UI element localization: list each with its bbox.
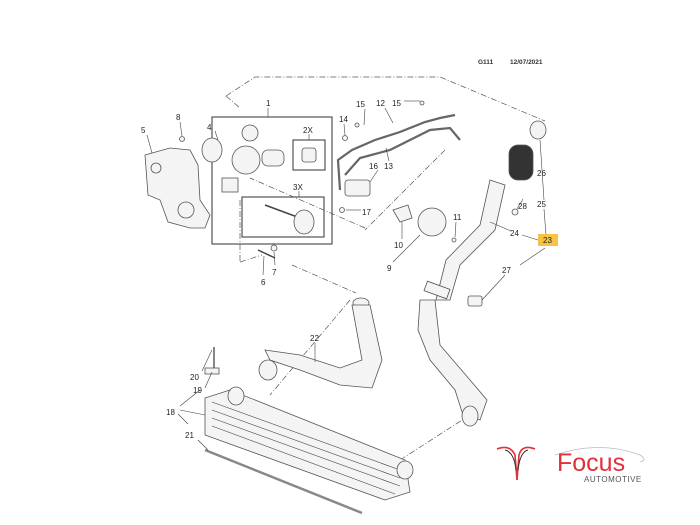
callout-14: 14 (339, 115, 348, 124)
highlight-badge[interactable] (538, 234, 558, 246)
callout-leaders (146, 100, 547, 451)
charge-air-pipe-24 (423, 179, 506, 301)
callout-16: 16 (369, 162, 378, 171)
callout-15b: 15 (392, 99, 401, 108)
logo-subtitle: AUTOMOTIVE (584, 475, 642, 484)
callout-13: 13 (384, 162, 393, 171)
oil-pipes-12-13 (336, 113, 461, 191)
assembly-leader-lines (225, 76, 546, 461)
bolt-14 (342, 135, 348, 141)
turbo-outlet-9 (417, 207, 447, 237)
bolt-11 (451, 237, 457, 243)
exhaust-manifold (144, 147, 211, 229)
wastegate-actuator (264, 204, 315, 235)
callout-10: 10 (394, 241, 403, 250)
turbo-assembly-box (211, 116, 333, 245)
sensor-27 (467, 295, 483, 307)
diagram-code: G111 (478, 59, 494, 66)
callout-6: 6 (261, 278, 266, 287)
bolt-8 (179, 136, 185, 142)
callout-23[interactable]: 23 (543, 236, 552, 245)
gasket-10 (392, 204, 413, 223)
callout-24: 24 (510, 229, 519, 238)
callout-26: 26 (537, 169, 546, 178)
bolt-28 (511, 208, 519, 216)
gasket-4 (201, 137, 223, 163)
callout-17: 17 (362, 208, 371, 217)
callout-labels: 1 2X 3X 4 5 6 7 8 9 10 11 12 13 14 15 15… (141, 99, 558, 440)
resonator-25 (508, 144, 534, 181)
callout-4: 4 (207, 123, 212, 132)
callout-7: 7 (272, 268, 277, 277)
bracket-16 (344, 179, 371, 197)
callout-5: 5 (141, 126, 146, 135)
ring-26 (529, 120, 547, 140)
turbocharger (221, 124, 317, 193)
sensor-19 (204, 367, 220, 375)
charge-air-hose-22 (258, 297, 383, 389)
stud-6 (257, 249, 276, 259)
washer-15b (419, 100, 425, 106)
callout-22: 22 (310, 334, 319, 343)
callout-25: 25 (537, 200, 546, 209)
washer-15a (354, 122, 360, 128)
seal-strip-21 (204, 448, 363, 515)
callout-12: 12 (376, 99, 385, 108)
callout-18: 18 (166, 408, 175, 417)
callout-3x: 3X (293, 183, 303, 192)
callout-21: 21 (185, 431, 194, 440)
focus-automotive-logo: Focus AUTOMOTIVE (496, 446, 645, 484)
box-3x (241, 196, 325, 238)
diagram-date: 12/07/2021 (510, 59, 543, 66)
nut-7 (270, 244, 278, 252)
callout-1: 1 (266, 99, 271, 108)
logo-car-outline-icon (554, 447, 645, 463)
bolt-17 (339, 207, 345, 213)
callout-9: 9 (387, 264, 392, 273)
callout-19: 19 (193, 386, 202, 395)
intercooler (204, 386, 414, 501)
callout-11: 11 (453, 213, 462, 222)
callout-8: 8 (176, 113, 181, 122)
charge-air-hose-lower (417, 299, 488, 427)
logo-name: Focus (557, 449, 625, 477)
callout-28: 28 (518, 202, 527, 211)
callout-27: 27 (502, 266, 511, 275)
callout-20: 20 (190, 373, 199, 382)
callout-15a: 15 (356, 100, 365, 109)
callout-2x: 2X (303, 126, 313, 135)
logo-emblem-icon (496, 446, 536, 481)
